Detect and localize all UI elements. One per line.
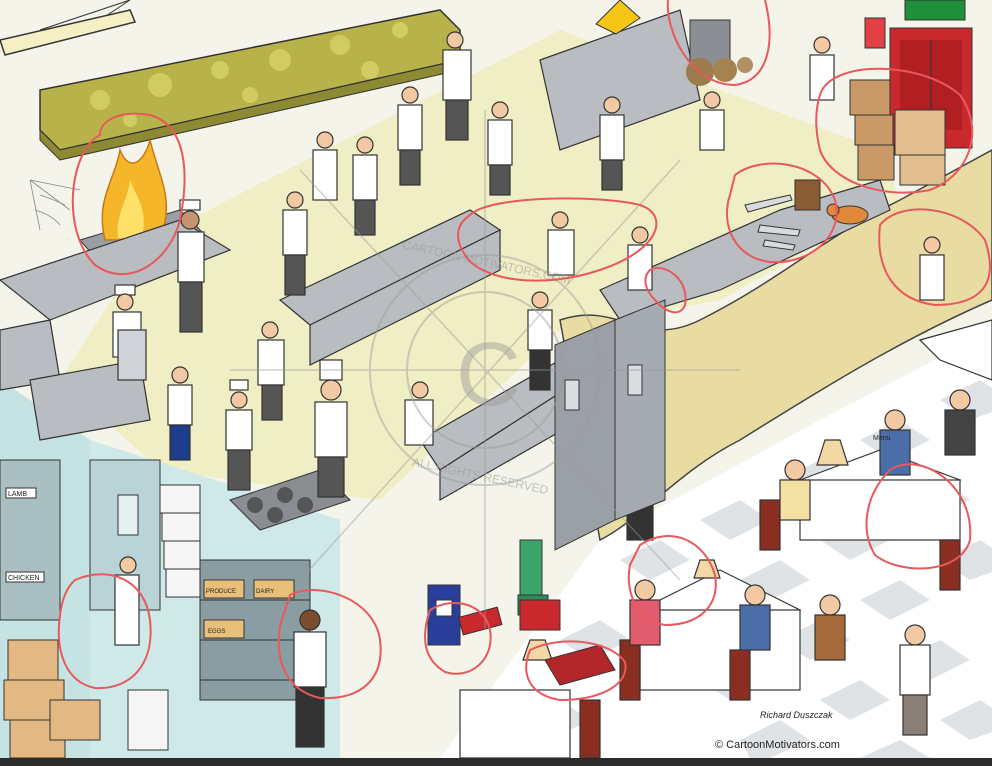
chef-figure	[225, 379, 253, 491]
chef-figure	[312, 131, 338, 201]
chef-figure	[919, 236, 945, 301]
copyright-text: © CartoonMotivators.com	[715, 739, 840, 751]
chef-figure	[627, 226, 653, 291]
bucket-stack	[127, 484, 201, 751]
chicken-label: CHICKEN	[8, 575, 40, 582]
circle-wet-floor-waiter	[865, 463, 972, 570]
circle-spill	[57, 573, 152, 690]
chef-figure	[547, 211, 575, 276]
chef-figure	[282, 191, 308, 296]
circle-handbag	[525, 640, 627, 702]
kitchen-staff	[112, 31, 945, 748]
chef-figure	[699, 91, 725, 151]
chef-figure	[599, 96, 625, 191]
fridge-shelves	[199, 559, 311, 701]
artist-signature: Richard Duszczak	[760, 710, 833, 720]
fridge-label-dairy: DAIRY	[256, 589, 274, 595]
watermark-center-letter: C	[456, 325, 521, 425]
circle-blocked-exit	[815, 67, 974, 194]
cold-room-shelves	[0, 459, 61, 621]
circle-diner-choking	[627, 535, 717, 627]
watermark	[230, 110, 740, 630]
bottom-border	[0, 758, 992, 766]
hanging-fluorescent-light	[0, 0, 137, 56]
lamb-label: LAMB	[8, 491, 27, 498]
fridge-label-eggs: EGGS	[208, 629, 225, 635]
circle-waiter-plates	[878, 208, 991, 307]
chef-figure	[442, 31, 472, 141]
fridge-label-produce: PRODUCE	[206, 589, 236, 595]
chef-figure	[352, 136, 378, 236]
knives-on-counter	[744, 179, 821, 251]
wet-floor-sign	[595, 0, 641, 35]
circle-raw-chicken	[644, 267, 687, 314]
chef-figure	[112, 284, 147, 381]
cobweb	[29, 179, 81, 231]
chef-figure	[487, 101, 513, 196]
blocking-boxes	[849, 79, 946, 186]
circle-chemical	[424, 601, 492, 675]
chef-figure	[809, 36, 835, 101]
chef-figure	[404, 381, 434, 446]
chef-figure	[257, 321, 285, 421]
circle-smoking-chef	[277, 589, 382, 700]
chef-figure	[527, 291, 553, 391]
circle-fire-hazard	[71, 112, 186, 276]
stacked-boxes	[3, 639, 101, 758]
chef-figure	[397, 86, 423, 186]
circle-sword-fight	[457, 197, 658, 282]
chemicals-and-vacuum	[427, 539, 561, 646]
hazard-highlight-circles	[57, 0, 991, 702]
circle-knives	[725, 162, 838, 264]
dining-partition-wall	[559, 149, 992, 542]
chef-figure	[314, 359, 348, 498]
dining-area	[459, 319, 992, 758]
swing-doors	[554, 299, 666, 551]
chef-figure	[177, 199, 205, 333]
circle-bin	[666, 0, 771, 87]
menu-card-label: Menu	[873, 435, 891, 442]
chef-figure	[167, 366, 193, 461]
handbag-trip-hazard	[544, 644, 616, 686]
